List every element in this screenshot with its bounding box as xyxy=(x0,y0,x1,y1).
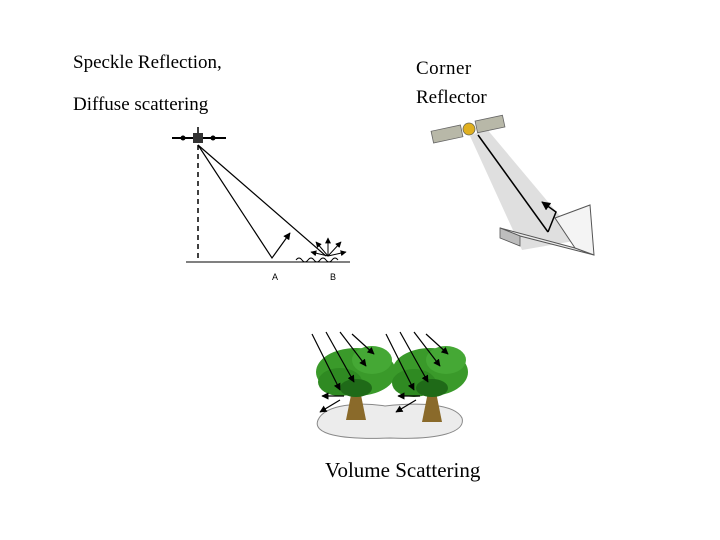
satellite-icon xyxy=(172,127,226,143)
reflected-ray-in xyxy=(477,134,549,233)
point-a-label: A xyxy=(272,272,278,282)
corner-label-line1: Corner xyxy=(416,58,472,79)
point-b-label: B xyxy=(330,272,336,282)
volume-label: Volume Scattering xyxy=(325,458,481,482)
rough-surface xyxy=(295,257,339,263)
speckle-label-line2: Diffuse scattering xyxy=(73,94,209,115)
incident-ray-b xyxy=(197,144,327,257)
scattered-arrows xyxy=(319,392,420,413)
corner-reflector-icon xyxy=(499,204,595,256)
corner-label-line2: Reflector xyxy=(416,87,487,108)
scatter-arrows xyxy=(310,237,347,257)
incident-ray-a xyxy=(197,144,291,260)
satellite-icon xyxy=(430,114,506,144)
incident-arrows xyxy=(311,331,449,391)
reflected-ray-out xyxy=(541,201,557,233)
speckle-label-line1: Speckle Reflection, xyxy=(73,52,222,73)
